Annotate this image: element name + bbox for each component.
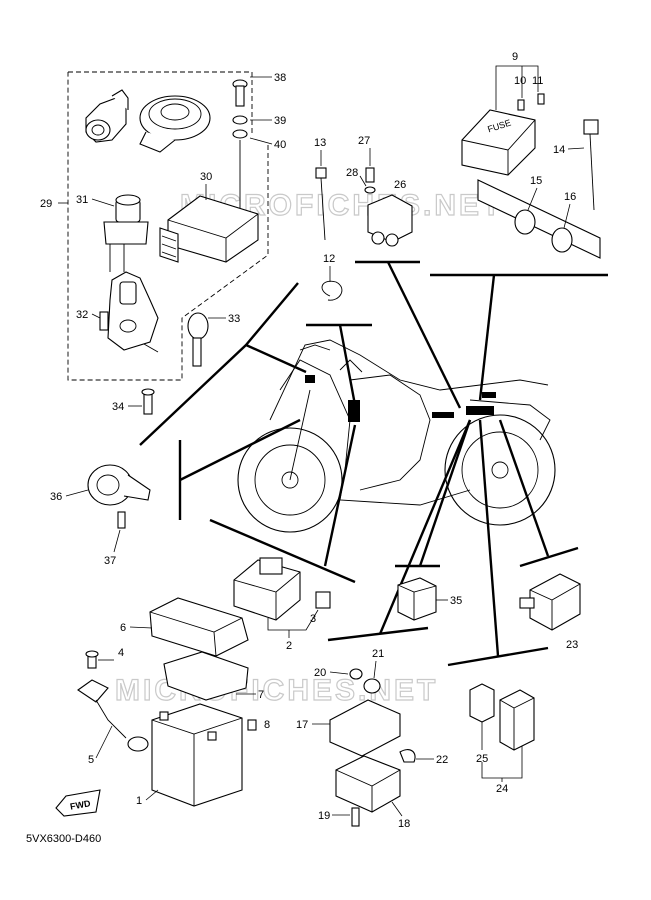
- bolt-8: [247, 719, 257, 731]
- callout-29: 29: [40, 198, 52, 210]
- relay-24: [499, 689, 535, 751]
- bolt-34: [141, 388, 155, 415]
- battery: [151, 703, 243, 807]
- callout-2: 2: [286, 640, 292, 652]
- location-marker-b: [305, 375, 315, 383]
- callout-4: 4: [118, 647, 124, 659]
- callout-31: 31: [76, 194, 88, 206]
- fuse-11: [537, 93, 545, 105]
- location-marker-d: [466, 406, 494, 415]
- callout-11: 11: [532, 75, 543, 87]
- fuel-cap-lock: [139, 95, 211, 153]
- bolt-4: [85, 650, 99, 669]
- bolt-19: [351, 807, 360, 827]
- cable-tie-14: [583, 119, 599, 211]
- callout-19: 19: [318, 810, 330, 822]
- callout-6: 6: [120, 622, 126, 634]
- battery-bracket-6: [149, 597, 249, 657]
- callout-26: 26: [394, 179, 406, 191]
- callout-8: 8: [264, 719, 270, 731]
- bracket-17: [329, 699, 401, 757]
- bolt-38: [232, 79, 248, 107]
- nut-20: [349, 668, 363, 680]
- fuse-box: FUSE: [461, 109, 536, 176]
- fwd-label: FWD: [69, 798, 91, 811]
- sheet-7: [163, 651, 249, 701]
- rectifier-23: [519, 573, 581, 631]
- callout-12: 12: [323, 253, 335, 265]
- steering-lock: [107, 271, 159, 353]
- callout-30: 30: [200, 171, 212, 183]
- washer-28: [364, 186, 376, 194]
- fuse-3: [315, 591, 331, 609]
- diagram-code: 5VX6300-D460: [26, 833, 101, 845]
- callout-24: 24: [496, 783, 508, 795]
- clip-22: [399, 749, 416, 763]
- watermark-bottom: MICROFICHES.NET: [115, 674, 438, 707]
- ecu-unit: [159, 195, 259, 263]
- callout-32: 32: [76, 309, 88, 321]
- ignition-switch-assembly: [85, 89, 129, 143]
- control-unit-18: [335, 755, 401, 813]
- motorcycle-outline: [237, 339, 556, 533]
- wire-harness-bar: [477, 179, 601, 259]
- relay-26: [367, 194, 413, 247]
- callout-25: 25: [476, 753, 488, 765]
- main-switch: [103, 194, 149, 272]
- clip-12: [321, 280, 343, 301]
- callout-3: 3: [310, 613, 316, 625]
- callout-39: 39: [274, 115, 286, 127]
- callout-7: 7: [258, 689, 264, 701]
- horn: [87, 464, 151, 506]
- callout-18: 18: [398, 818, 410, 830]
- callout-21: 21: [372, 648, 384, 660]
- starter-relay-2: [233, 557, 301, 621]
- callout-40: 40: [274, 139, 286, 151]
- battery-lead-5: [77, 679, 149, 752]
- washer-40: [232, 129, 248, 139]
- pointer-lines: [139, 260, 608, 667]
- callout-5: 5: [88, 754, 94, 766]
- callout-14: 14: [553, 144, 565, 156]
- callout-33: 33: [228, 313, 240, 325]
- callout-1: 1: [136, 795, 142, 807]
- fuse-10: [517, 99, 525, 111]
- callout-17: 17: [296, 719, 308, 731]
- location-marker-e: [482, 392, 496, 398]
- location-marker-c: [432, 412, 454, 418]
- callout-16: 16: [564, 191, 576, 203]
- callout-38: 38: [274, 72, 286, 84]
- callout-34: 34: [112, 401, 124, 413]
- cable-tie-13: [315, 167, 327, 241]
- location-marker-a: [348, 400, 360, 422]
- relay-25: [469, 683, 495, 723]
- callout-13: 13: [314, 137, 326, 149]
- ignition-group-box: [58, 71, 269, 381]
- bolt-37: [117, 511, 126, 529]
- callout-27: 27: [358, 135, 370, 147]
- callout-37: 37: [104, 555, 116, 567]
- callout-23: 23: [566, 639, 578, 651]
- callout-35: 35: [450, 595, 462, 607]
- callout-9: 9: [512, 51, 518, 63]
- key: [187, 312, 209, 367]
- callout-36: 36: [50, 491, 62, 503]
- washer-39: [232, 115, 248, 125]
- screw-27: [365, 167, 375, 183]
- callout-10: 10: [514, 75, 526, 87]
- callout-22: 22: [436, 754, 448, 766]
- callout-20: 20: [314, 667, 326, 679]
- callout-15: 15: [530, 175, 542, 187]
- forward-arrow: FWD: [55, 789, 101, 817]
- callout-28: 28: [346, 167, 358, 179]
- damper-21: [363, 678, 381, 694]
- callouts: 1 2 3 4 5 6 7 8 9 10 11 12 13 14 15 16 1…: [40, 51, 585, 830]
- relay-35: [397, 577, 437, 621]
